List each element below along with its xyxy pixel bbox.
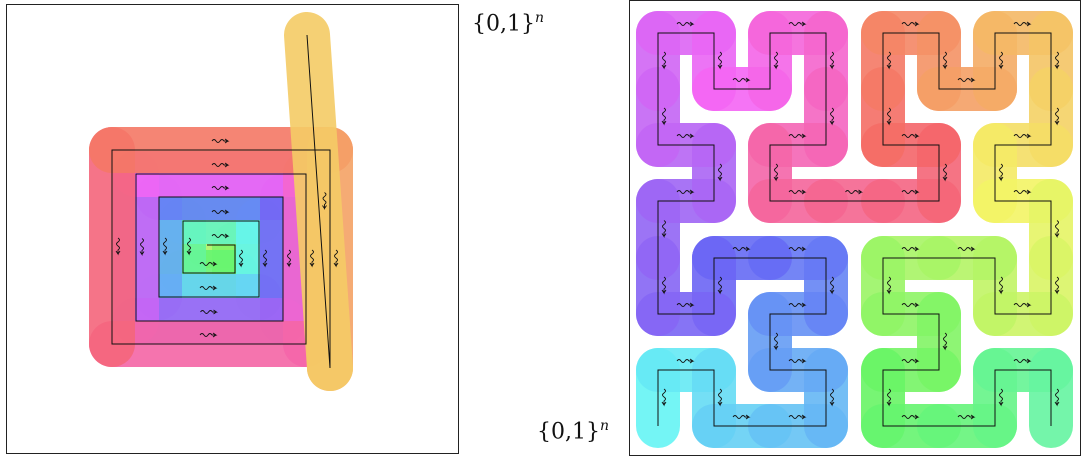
hilbert-step-mark [1013, 133, 1032, 139]
hilbert-step-mark [773, 163, 779, 182]
spiral-step-mark [286, 249, 292, 268]
set-label-bottom-exponent: n [599, 418, 610, 434]
hilbert-step-mark [886, 51, 892, 70]
hilbert-step-mark [886, 107, 892, 126]
hilbert-step-mark [829, 51, 835, 70]
hilbert-step-mark [661, 388, 667, 407]
hilbert-step-mark [788, 133, 807, 139]
spiral-step-mark [333, 249, 339, 268]
hilbert-step-mark [773, 51, 779, 70]
set-label-top-exponent: n [534, 10, 545, 26]
hilbert-step-mark [998, 51, 1004, 70]
spiral-diagram [89, 12, 353, 391]
spiral-step-mark [115, 237, 121, 256]
spiral-group [89, 12, 353, 391]
hilbert-step-mark [957, 77, 976, 83]
hilbert-step-mark [901, 246, 920, 252]
hilbert-step-mark [886, 388, 892, 407]
hilbert-step-mark [732, 246, 751, 252]
hilbert-step-mark [676, 133, 695, 139]
set-label-bottom-text: {0,1} [537, 419, 600, 445]
spiral-step-mark [186, 237, 192, 256]
hilbert-step-mark [661, 51, 667, 70]
spiral-walk-line [111, 34, 331, 369]
hilbert-step-mark [676, 302, 695, 308]
hilbert-step-mark [901, 414, 920, 420]
spiral-step-mark [199, 261, 218, 267]
hilbert-step-mark [661, 220, 667, 238]
set-label-top-text: {0,1} [472, 11, 535, 37]
hilbert-step-mark [1054, 220, 1060, 238]
hilbert-step-mark [1054, 276, 1060, 295]
hilbert-step-mark [717, 51, 723, 70]
hilbert-step-mark [829, 107, 835, 126]
hilbert-step-mark [942, 51, 948, 70]
hilbert-step-mark [788, 302, 807, 308]
hilbert-step-mark [1013, 358, 1032, 364]
hilbert-step-mark [886, 276, 892, 295]
hilbert-step-mark [901, 133, 920, 139]
hilbert-step-mark [845, 189, 863, 195]
hilbert-step-mark [788, 414, 807, 420]
hilbert-step-mark [1054, 107, 1060, 126]
hilbert-walk-line [657, 32, 1052, 427]
hilbert-step-mark [773, 332, 779, 351]
spiral-step-mark [200, 309, 218, 315]
hilbert-step-mark [732, 414, 751, 420]
spiral-step-mark [211, 138, 230, 144]
hilbert-panel [629, 0, 1081, 456]
hilbert-step-mark [1013, 302, 1032, 308]
hilbert-step-mark [957, 246, 976, 252]
hilbert-step-mark [998, 276, 1004, 295]
spiral-step-mark [238, 249, 244, 268]
spiral-step-mark [211, 162, 230, 168]
hilbert-step-mark [717, 388, 723, 407]
hilbert-step-mark [1054, 388, 1060, 407]
hilbert-diagram [636, 11, 1073, 448]
spiral-step-mark [199, 332, 218, 338]
spiral-step-mark [322, 192, 327, 210]
spiral-step-mark [139, 238, 145, 256]
hilbert-step-mark [788, 189, 807, 195]
hilbert-step-mark [661, 107, 667, 126]
hilbert-step-mark [717, 163, 723, 182]
spiral-step-mark [211, 233, 230, 239]
hilbert-step-mark [998, 388, 1004, 407]
spiral-step-mark [162, 237, 168, 256]
hilbert-step-mark [676, 189, 695, 195]
hilbert-step-mark [901, 302, 920, 308]
spiral-step-mark [199, 285, 218, 291]
hilbert-step-mark [957, 414, 976, 420]
hilbert-step-mark [942, 332, 948, 351]
hilbert-step-mark [788, 358, 807, 364]
spiral-panel [6, 4, 459, 454]
set-label-top: {0,1}n [472, 10, 544, 36]
hilbert-step-mark [942, 163, 948, 182]
hilbert-step-mark [732, 77, 751, 83]
hilbert-step-mark [1054, 51, 1060, 70]
spiral-step-mark [262, 249, 268, 268]
hilbert-step-mark [788, 246, 807, 252]
set-label-bottom: {0,1}n [537, 418, 609, 444]
hilbert-step-mark [829, 276, 835, 295]
hilbert-step-mark [998, 163, 1004, 182]
hilbert-step-mark [676, 358, 695, 364]
hilbert-step-mark [829, 388, 835, 407]
hilbert-step-mark [717, 276, 723, 295]
hilbert-step-mark [901, 189, 920, 195]
hilbert-step-mark [901, 358, 920, 364]
hilbert-group [636, 11, 1073, 448]
hilbert-step-mark [1013, 189, 1032, 195]
hilbert-step-mark [676, 21, 695, 27]
hilbert-step-mark [901, 21, 920, 27]
hilbert-step-mark [1013, 21, 1032, 27]
hilbert-step-mark [788, 21, 807, 27]
hilbert-step-mark [661, 276, 667, 295]
spiral-step-mark [211, 185, 230, 191]
spiral-step-mark [309, 249, 315, 268]
spiral-step-mark [211, 209, 230, 215]
